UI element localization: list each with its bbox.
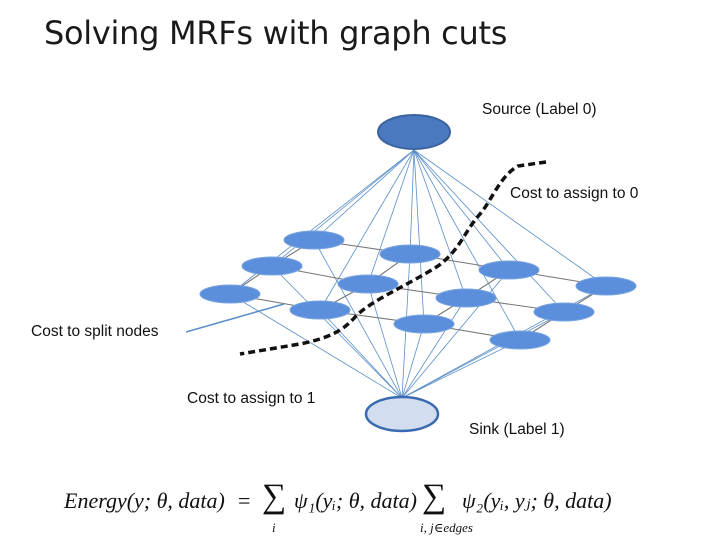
pixel-node [533,302,595,322]
pixel-node [337,274,399,294]
sink-node [364,395,440,433]
page-title: Solving MRFs with graph cuts [44,14,508,52]
source-link [413,149,565,313]
pixel-node [489,330,551,350]
formula-unary-term: ψ₁(yᵢ; θ, data) [294,488,417,513]
formula-pairwise-term: ψ₂(yᵢ, yⱼ; θ, data) [462,488,612,513]
pixel-node [289,300,351,320]
sink-link [401,297,467,399]
source-link [313,149,415,241]
source-links [229,149,607,341]
sink-label: Sink (Label 1) [469,421,565,438]
sink-link [401,339,521,399]
source-link [413,149,521,341]
split-cost-pointer [185,303,285,333]
pixel-node [575,276,637,296]
sink-link [401,269,510,399]
sink-link [401,311,565,399]
pixel-node [283,230,345,250]
source-link [413,149,510,271]
source-link [413,149,425,325]
source-link [319,149,415,311]
pixel-nodes [199,230,637,350]
pixel-node [478,260,540,280]
source-link [367,149,415,285]
cost-assign-0-label: Cost to assign to 0 [510,185,639,202]
pixel-node [435,288,497,308]
cost-split-label: Cost to split nodes [31,323,159,340]
formula-sum-pairwise: ∑ [422,478,447,515]
sink-link [319,309,403,399]
pixel-node [241,256,303,276]
source-label: Source (Label 0) [482,101,597,118]
formula-equals: = [238,488,251,513]
source-node [377,114,451,150]
source-link [409,149,415,255]
cut-line [239,160,547,356]
formula-sub-pairwise: i, j∈edges [420,520,473,535]
sink-link [401,323,425,399]
formula-lhs: Energy(y; θ, data) [64,488,225,513]
source-link [413,149,607,287]
formula-sub-unary: i [272,520,276,535]
sink-link [313,239,403,399]
pixel-node [199,284,261,304]
pixel-node [393,314,455,334]
cost-assign-1-label: Cost to assign to 1 [187,390,316,407]
formula-sum-unary: ∑ [262,478,287,515]
pixel-node [379,244,441,264]
source-link [413,149,467,299]
energy-formula: Energy(y; θ, data) = ∑ ψ₁(yᵢ; θ, data) ∑… [62,478,662,540]
